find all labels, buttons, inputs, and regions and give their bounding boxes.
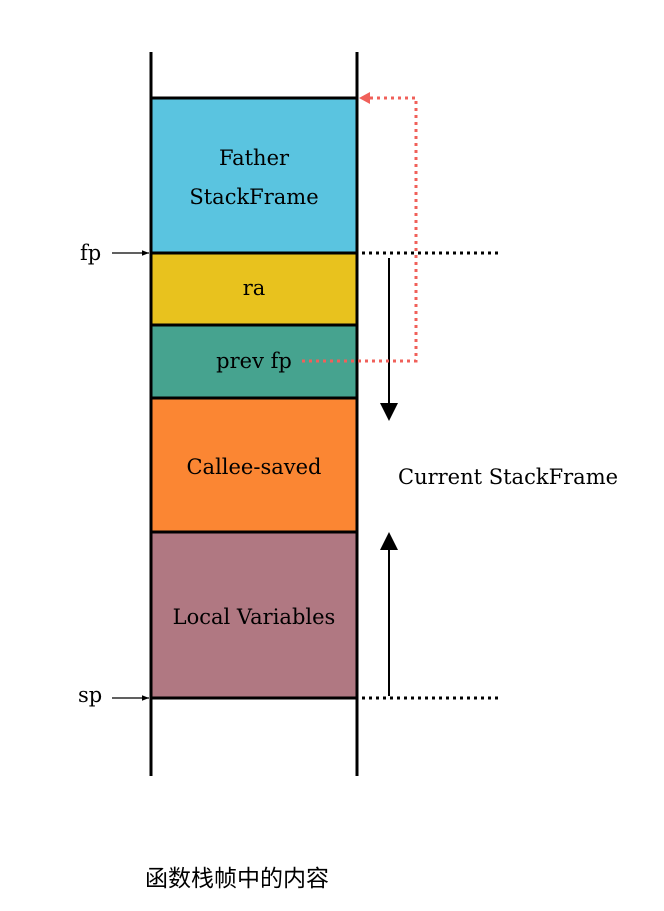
diagram-caption: 函数栈帧中的内容: [145, 866, 329, 892]
callee-saved-block: Callee-saved: [149, 396, 359, 534]
ra-rect: [149, 251, 359, 327]
sp-label: sp: [78, 683, 102, 707]
callee-saved-rect: [149, 396, 359, 534]
prev-fp-rect: [149, 323, 359, 400]
sp-pointer: sp: [78, 683, 149, 707]
prev-fp-block: prev fp: [149, 323, 359, 400]
local-variables-rect: [149, 530, 359, 700]
fp-label: fp: [80, 241, 101, 265]
local-variables-block: Local Variables: [149, 530, 359, 700]
fp-pointer: fp: [80, 241, 149, 265]
local-variables-label: Local Variables: [173, 605, 336, 629]
father-stackframe-block: Father StackFrame: [149, 96, 359, 255]
prev-fp-link: [302, 92, 418, 363]
current-frame-down-arrow: [380, 258, 398, 421]
ra-block: ra: [149, 251, 359, 327]
current-stackframe-label: Current StackFrame: [398, 465, 618, 489]
father-stackframe-label-line1: Father: [219, 146, 290, 170]
ra-label: ra: [243, 276, 266, 300]
prev-fp-label: prev fp: [216, 349, 292, 373]
father-stackframe-label-line2: StackFrame: [189, 185, 318, 209]
father-stackframe-rect: [149, 96, 359, 255]
callee-saved-label: Callee-saved: [186, 455, 321, 479]
current-frame-up-arrow: [380, 532, 398, 696]
